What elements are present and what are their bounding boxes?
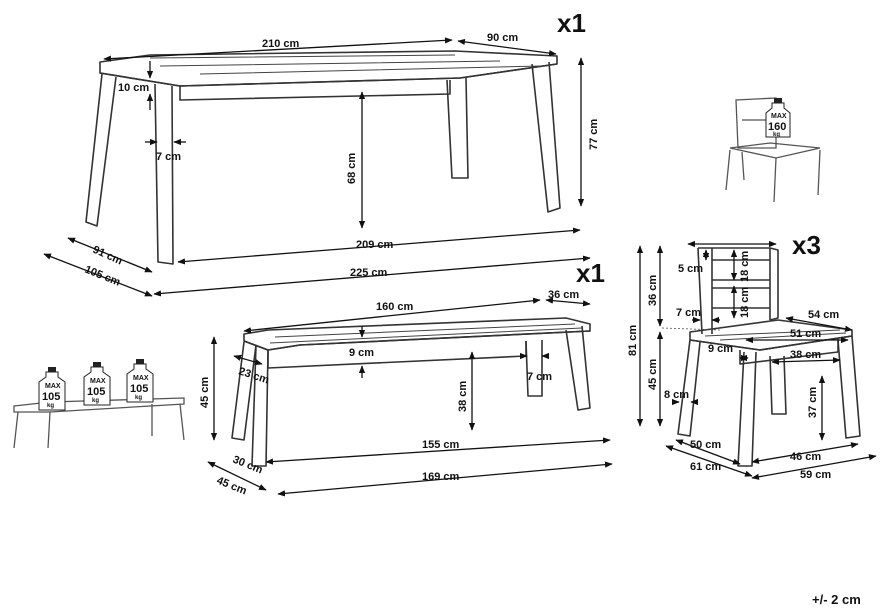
chair-leg-label: 8 cm <box>664 389 689 401</box>
chair-thumbnail <box>725 97 821 203</box>
chair-back-height-label: 36 cm <box>647 275 659 306</box>
tolerance-note: +/- 2 cm <box>812 592 861 607</box>
bench-weight-icon: MAX 105 kg <box>83 362 111 406</box>
bench-leg-width-label: 23 cm <box>237 365 271 386</box>
chair-backrest-gap-label: 5 cm <box>678 263 703 275</box>
bench-depth-total-label: 45 cm <box>215 475 249 498</box>
bench-weight-icon: MAX 105 kg <box>126 359 154 403</box>
chair-backrest-slat-2-label: 18 cm <box>739 287 751 318</box>
chair-seat-width-label: 38 cm <box>790 349 821 361</box>
chair-weight-unit: kg <box>773 132 780 138</box>
bench-leg-label: 7 cm <box>527 371 552 383</box>
chair-weight-icon: MAX 160 kg <box>765 98 791 138</box>
bench-weight-unit-3: kg <box>135 395 142 401</box>
table-length-top-label: 210 cm <box>262 38 300 50</box>
bench-height-label: 45 cm <box>199 377 211 408</box>
table-depth-top-label: 90 cm <box>487 32 518 44</box>
bench-dimension-lines <box>207 297 613 497</box>
bench-length-top-label: 160 cm <box>376 301 414 313</box>
bench-weight-max-1: MAX <box>45 383 61 390</box>
bench-weight-max-2: MAX <box>90 378 106 385</box>
chair-seat-depth-inner-label: 51 cm <box>790 328 821 340</box>
bench-apron-label: 9 cm <box>349 347 374 359</box>
chair-width-inner-label: 46 cm <box>790 451 821 463</box>
chair-seat-thickness-label: 9 cm <box>708 343 733 355</box>
chair-weight-max: MAX <box>771 113 787 120</box>
chair-dimension-lines <box>636 240 877 480</box>
table-depth-total-label: 105 cm <box>83 264 122 289</box>
table-drawing <box>85 50 561 265</box>
table-quantity: x1 <box>557 8 586 38</box>
bench-weight-value-1: 105 <box>42 391 60 403</box>
table-depth-inner-label: 91 cm <box>91 244 125 268</box>
chair-depth-total-label: 61 cm <box>690 461 721 473</box>
bench-quantity: x1 <box>576 258 605 288</box>
chair-weight-value: 160 <box>768 121 786 133</box>
chair-backrest-slat-1-label: 18 cm <box>739 251 751 282</box>
bench-weight-unit-1: kg <box>47 403 54 409</box>
table-leg-label: 7 cm <box>156 151 181 163</box>
bench-clearance-label: 38 cm <box>457 381 469 412</box>
bench-length-total-label: 169 cm <box>422 471 460 483</box>
chair-width-total-label: 59 cm <box>800 469 831 481</box>
bench-drawing <box>231 317 591 467</box>
chair-seat-depth-label: 54 cm <box>808 309 839 321</box>
table-length-total-label: 225 cm <box>350 267 388 279</box>
bench-weight-icon: MAX 105 kg <box>38 367 66 411</box>
bench-depth-top-label: 36 cm <box>548 289 579 301</box>
bench-weight-unit-2: kg <box>92 398 99 404</box>
bench-weight-value-3: 105 <box>130 383 148 395</box>
chair-quantity: x3 <box>792 230 821 260</box>
chair-seat-height-label: 45 cm <box>647 359 659 390</box>
chair-depth-inner-label: 50 cm <box>690 439 721 451</box>
table-inner-length-label: 209 cm <box>356 239 394 251</box>
chair-total-height-label: 81 cm <box>627 325 639 356</box>
bench-weight-value-2: 105 <box>87 386 105 398</box>
chair-clearance-label: 37 cm <box>807 387 819 418</box>
table-apron-label: 10 cm <box>118 82 149 94</box>
table-clearance-label: 68 cm <box>346 153 358 184</box>
table-dimension-lines <box>43 37 591 297</box>
bench-inner-length-label: 155 cm <box>422 439 460 451</box>
bench-depth-inner-label: 30 cm <box>231 454 265 477</box>
table-height-label: 77 cm <box>588 119 600 150</box>
bench-weight-icons: MAX 105 kg MAX 105 kg MAX 105 kg <box>38 359 154 411</box>
chair-drawing <box>677 247 861 467</box>
bench-weight-max-3: MAX <box>133 375 149 382</box>
chair-frame-gap-label: 7 cm <box>676 307 701 319</box>
